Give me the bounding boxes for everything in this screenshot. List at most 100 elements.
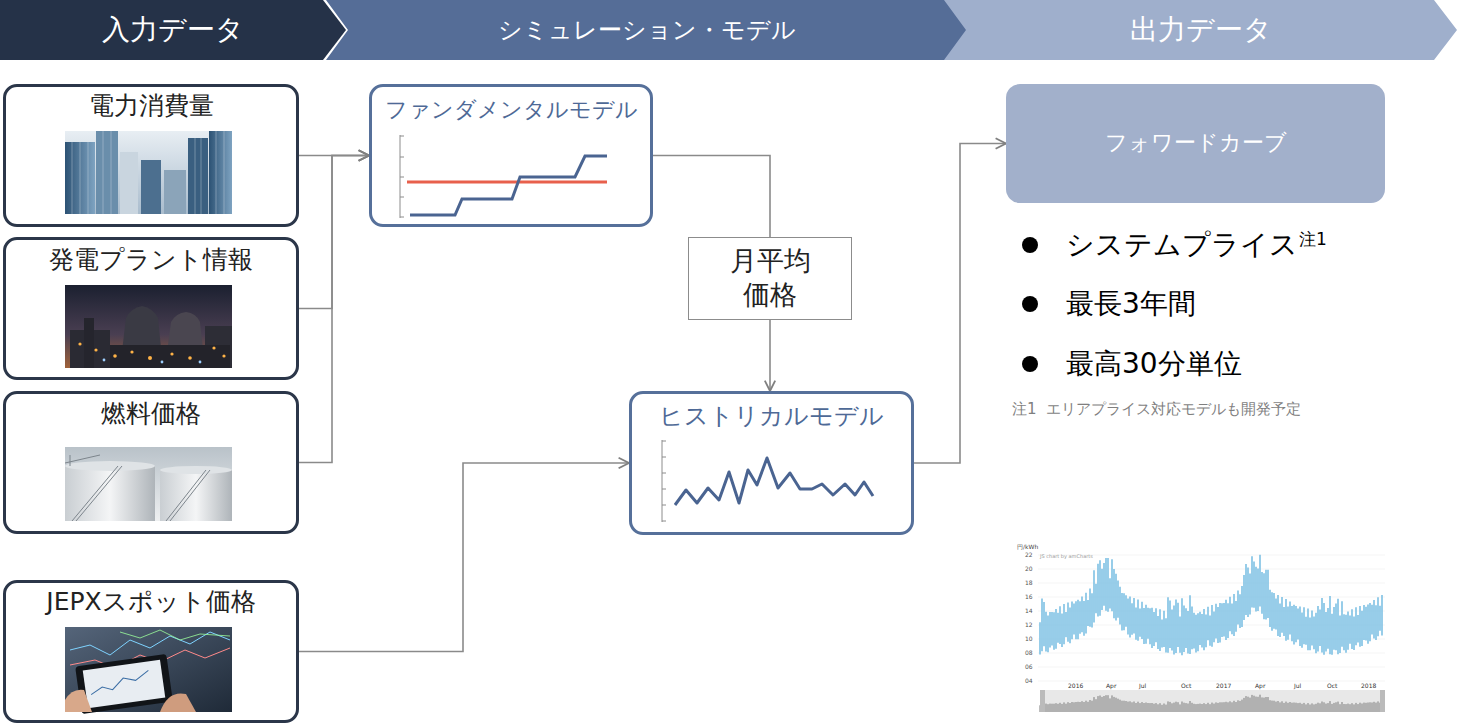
line-shape xyxy=(1189,595,1190,654)
node-label: フォワードカーブ xyxy=(1105,130,1287,156)
line-shape xyxy=(1231,604,1232,635)
city-photo xyxy=(65,131,232,214)
line-shape xyxy=(1265,570,1266,620)
line-shape xyxy=(1210,704,1211,712)
line-shape xyxy=(1095,584,1096,614)
line-shape xyxy=(1224,702,1225,712)
line-shape xyxy=(224,131,225,214)
line-shape xyxy=(1322,702,1323,713)
line-shape xyxy=(1363,605,1364,640)
line-shape xyxy=(1319,609,1320,646)
rect-shape xyxy=(188,138,208,214)
line-shape xyxy=(1140,703,1141,712)
line-shape xyxy=(662,440,663,522)
ellipse-shape xyxy=(65,461,155,471)
line-shape xyxy=(1328,703,1329,712)
g-shape xyxy=(65,455,210,521)
line-shape xyxy=(1272,701,1273,712)
g-shape xyxy=(103,359,202,364)
g-shape xyxy=(400,136,404,217)
g-shape xyxy=(72,131,224,214)
line-shape xyxy=(1194,704,1195,712)
line-shape xyxy=(1166,705,1167,712)
line-shape xyxy=(1103,563,1104,606)
line-shape xyxy=(1178,702,1179,712)
rect-shape xyxy=(209,131,232,214)
rect-shape xyxy=(1015,543,1387,715)
line-shape xyxy=(1190,701,1191,712)
line-shape xyxy=(1258,697,1259,712)
line-shape xyxy=(1056,703,1057,712)
line-shape xyxy=(1233,594,1234,636)
line-shape xyxy=(1256,697,1257,712)
line-shape xyxy=(1122,701,1123,712)
rect-shape xyxy=(65,447,232,521)
node-label: ヒストリカルモデル xyxy=(659,402,884,431)
stage-band: 出力データ xyxy=(944,0,1457,60)
line-shape xyxy=(1110,698,1111,712)
line-shape xyxy=(1309,618,1310,651)
line-shape xyxy=(1134,702,1135,713)
line-shape xyxy=(1145,605,1146,644)
rect-shape xyxy=(65,131,232,214)
path-shape xyxy=(65,690,92,712)
line-shape xyxy=(1335,603,1336,650)
line-shape xyxy=(1214,704,1215,712)
rect-shape xyxy=(65,285,232,368)
line-shape xyxy=(1289,602,1290,635)
line-shape xyxy=(1079,601,1080,634)
line-shape xyxy=(1105,558,1106,611)
rect-shape xyxy=(110,345,230,368)
line-shape xyxy=(1098,696,1099,712)
line-shape xyxy=(1346,704,1347,712)
circle-shape xyxy=(103,359,106,362)
line-shape xyxy=(1126,701,1127,712)
line-shape xyxy=(1077,600,1078,640)
line-shape xyxy=(1108,695,1109,712)
line-shape xyxy=(1302,704,1303,712)
line-shape xyxy=(1321,598,1322,653)
polyline-shape xyxy=(410,156,607,215)
line-shape xyxy=(1116,698,1117,712)
line-shape xyxy=(1297,609,1298,640)
line-shape xyxy=(1147,608,1148,639)
line-shape xyxy=(1341,601,1342,647)
line-shape xyxy=(1252,695,1253,712)
axis-tick: 18 xyxy=(1025,579,1033,586)
line-shape xyxy=(1283,607,1284,636)
line-shape xyxy=(1353,617,1354,650)
bullet-text: 最長3年間 xyxy=(1066,287,1196,321)
node-label: シミュレーション・モデル xyxy=(498,16,796,45)
input-box: 燃料価格 xyxy=(3,391,299,534)
line-shape xyxy=(1128,702,1129,712)
line-shape xyxy=(1286,702,1287,712)
line-shape xyxy=(70,455,71,466)
line-shape xyxy=(1200,704,1201,712)
node-label: 出力データ xyxy=(1130,13,1272,47)
line-shape xyxy=(1312,703,1313,712)
line-shape xyxy=(1249,573,1250,614)
line-shape xyxy=(1259,555,1260,607)
line-shape xyxy=(88,142,89,214)
line-shape xyxy=(1343,614,1344,650)
line-shape xyxy=(1372,703,1373,713)
line-shape xyxy=(1291,606,1292,641)
chart-credit: JS chart by amCharts xyxy=(1040,553,1093,559)
line-shape xyxy=(1311,611,1312,646)
line-shape xyxy=(1250,698,1251,712)
line-shape xyxy=(1038,681,1385,682)
rect-shape xyxy=(120,152,138,214)
line-shape xyxy=(1276,702,1277,712)
input-box: 電力消費量 xyxy=(3,84,299,227)
line-shape xyxy=(1334,703,1335,712)
line-shape xyxy=(1152,703,1153,712)
line-shape xyxy=(1344,704,1345,712)
line-shape xyxy=(1354,704,1355,712)
line-shape xyxy=(1094,697,1095,712)
line-shape xyxy=(195,138,196,214)
line-shape xyxy=(1113,569,1114,618)
line-shape xyxy=(1149,608,1150,644)
line-shape xyxy=(1293,605,1294,645)
line-shape xyxy=(1078,702,1079,712)
line-shape xyxy=(1209,615,1210,645)
